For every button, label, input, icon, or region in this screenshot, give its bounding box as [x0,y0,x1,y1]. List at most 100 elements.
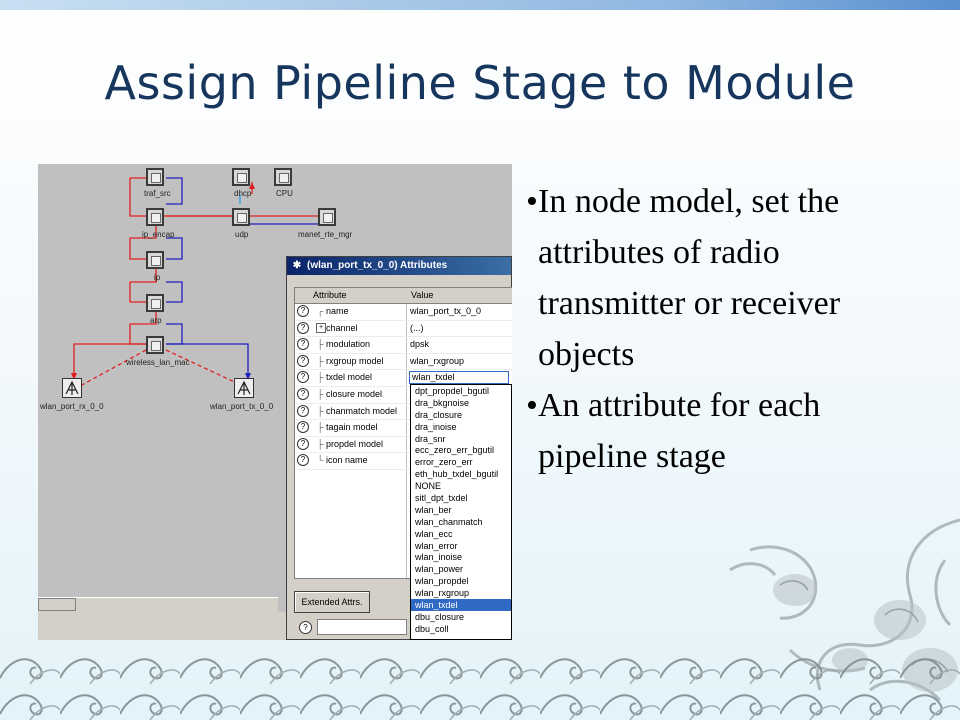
tree-connector: ├ [317,422,324,433]
dropdown-option[interactable]: wlan_ecc [415,528,453,539]
tree-connector: ├ [317,388,324,399]
table-row[interactable]: ? ┌ name wlan_port_tx_0_0 [295,304,512,321]
dropdown-option[interactable]: dbu_coll [415,623,449,634]
bullet-list: •In node model, set the attributes of ra… [526,176,928,482]
dropdown-option[interactable]: wlan_error [415,540,458,551]
help-icon[interactable]: ? [297,421,309,434]
help-icon[interactable]: ? [297,305,309,317]
help-icon[interactable]: ? [297,437,309,450]
help-icon[interactable]: ? [297,454,309,467]
node-ip[interactable] [146,251,164,269]
dropdown-option[interactable]: dbu_closure [415,611,465,622]
label-wlan-port-rx: wlan_port_rx_0_0 [40,402,104,411]
dropdown-option[interactable]: wlan_chanmatch [415,516,483,527]
node-udp[interactable] [232,208,250,226]
dropdown-option[interactable]: wlan_rxgroup [415,588,470,599]
scrollbar-thumb[interactable] [38,598,76,611]
header-value: Value [411,290,434,300]
editor-status-area [38,612,286,640]
antenna-icon [237,380,251,395]
tree-connector: ┌ [317,306,324,316]
attr-propdel-model: propdel model [326,438,384,449]
dropdown-option[interactable]: eth_hub_txdel_bgutil [415,469,499,480]
label-arp: arp [150,316,162,325]
value-modulation[interactable]: dpsk [410,339,430,350]
label-traf-src: traf_src [144,189,171,198]
header-attribute: Attribute [313,290,347,300]
help-icon[interactable]: ? [297,387,309,400]
txdel-model-select[interactable]: wlan_txdel [409,371,509,385]
dropdown-option[interactable]: ... [411,635,511,639]
table-row[interactable]: ? ├ tagain model [295,420,512,437]
table-row[interactable]: ? ├ closure model [295,387,512,404]
bullet-item: •In node model, set the attributes of ra… [526,176,928,380]
node-dhcp[interactable] [232,168,250,186]
node-arp[interactable] [146,294,164,312]
tree-connector: ├ [317,405,324,416]
bullet-dot: • [526,183,538,220]
table-row[interactable]: ? ├ chanmatch model [295,404,512,421]
dropdown-option[interactable]: dra_snr [415,433,446,444]
node-ip-encap[interactable] [146,208,164,226]
help-icon[interactable]: ? [299,621,312,634]
attr-channel: channel [326,322,358,333]
dropdown-option[interactable]: NONE [415,481,442,492]
dropdown-option[interactable]: wlan_propdel [415,576,469,587]
dropdown-option[interactable]: dra_bkgnoise [415,397,470,408]
dialog-titlebar[interactable]: ✱(wlan_port_tx_0_0) Attributes [287,257,511,275]
tree-connector: └ [317,455,324,466]
dropdown-option[interactable]: dpt_propdel_bgutil [415,386,490,396]
dialog-title: (wlan_port_tx_0_0) Attributes [307,260,448,271]
value-rxgroup-model[interactable]: wlan_rxgroup [410,355,465,366]
bullet-text: In node model, set the attributes of rad… [538,183,841,373]
help-icon[interactable]: ? [297,371,309,384]
attr-modulation: modulation [326,339,371,350]
bullet-item: •An attribute for each pipeline stage [526,380,928,482]
node-cpu[interactable] [274,168,292,186]
value-channel[interactable]: (...) [410,322,424,333]
tree-connector: ├ [317,355,324,366]
node-model-screenshot: traf_src dhcp CPU ip_encap udp manet_rte… [38,164,512,640]
expand-icon[interactable]: + [316,322,326,333]
dropdown-option[interactable]: wlan_txdel [411,599,511,611]
dropdown-option[interactable]: dra_inoise [415,421,457,432]
label-wireless-lan-mac: wireless_lan_mac [126,358,190,367]
table-row[interactable]: ? ├ rxgroup model wlan_rxgroup [295,354,512,371]
dropdown-option[interactable]: wlan_inoise [415,552,463,563]
help-icon[interactable]: ? [297,338,309,351]
table-row[interactable]: ? └ icon name [295,453,512,470]
dropdown-option[interactable]: ecc_zero_err_bgutil [415,445,495,456]
help-icon[interactable]: ? [297,404,309,417]
bullet-dot: • [526,387,538,424]
table-row[interactable]: ? + channel (...) [295,321,512,338]
help-icon[interactable]: ? [297,354,309,367]
dropdown-option[interactable]: sitl_dpt_txdel [415,493,468,504]
dropdown-option[interactable]: error_zero_err [415,457,473,468]
node-wlan-port-rx[interactable] [62,378,82,398]
table-row[interactable]: ? ├ txdel model wlan_txdel [295,370,512,387]
attr-tagain-model: tagain model [326,422,378,433]
node-wlan-port-tx[interactable] [234,378,254,398]
table-header: Attribute Value [295,288,512,304]
node-wireless-lan-mac[interactable] [146,336,164,354]
label-ip: ip [154,273,161,282]
table-row[interactable]: ? ├ propdel model [295,437,512,454]
dropdown-option[interactable]: dra_closure [415,409,463,420]
dropdown-option[interactable]: wlan_power [415,564,464,575]
search-input[interactable] [317,619,407,635]
extended-attrs-button[interactable]: Extended Attrs. [294,591,370,613]
help-icon[interactable]: ? [297,321,309,334]
attr-closure-model: closure model [326,388,383,399]
node-traf-src[interactable] [146,168,164,186]
dropdown-option[interactable]: wlan_ber [415,504,452,515]
column-divider [406,288,407,578]
attr-txdel-model: txdel model [326,372,373,383]
wave-decoration [0,648,960,720]
label-udp: udp [235,230,249,239]
table-row[interactable]: ? ├ modulation dpsk [295,337,512,354]
value-name[interactable]: wlan_port_tx_0_0 [410,306,482,316]
node-manet-rte-mgr[interactable] [318,208,336,226]
attr-name: name [326,306,349,316]
label-ip-encap: ip_encap [142,230,175,239]
